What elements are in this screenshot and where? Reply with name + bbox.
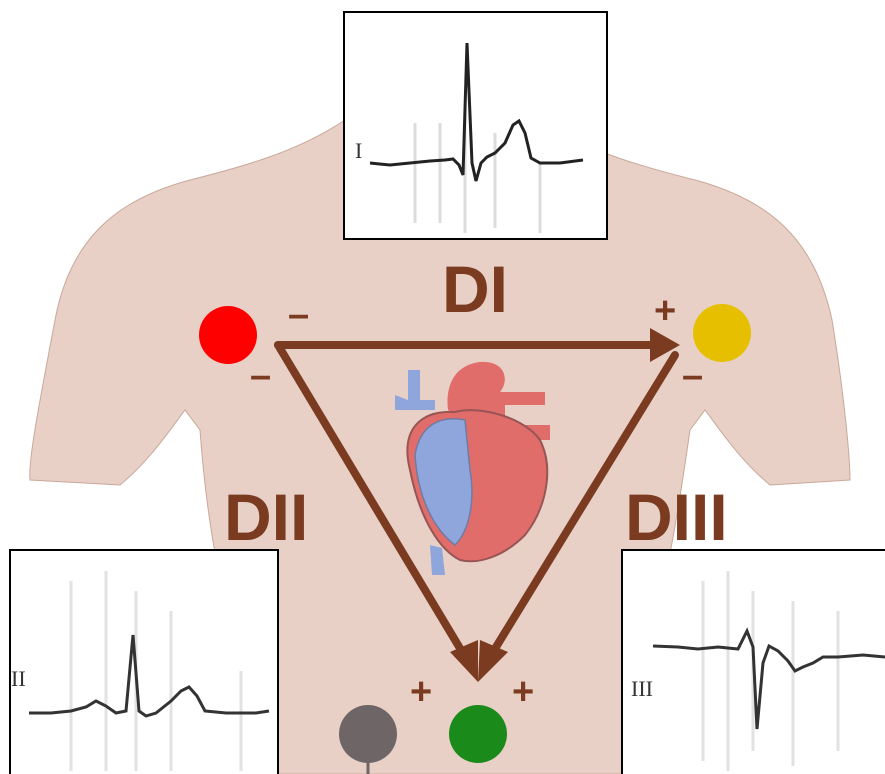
sign-left-leg-left: + xyxy=(410,671,432,713)
ecg-strip-lead-iii: III xyxy=(621,549,885,774)
ecg-lead-iii-label: III xyxy=(631,676,653,701)
sign-right-arm-bottom: – xyxy=(250,355,271,397)
sign-left-arm-top: + xyxy=(654,290,676,332)
ecg-lead-i-label: I xyxy=(355,138,362,163)
ecg-lead-ii-label: II xyxy=(11,666,26,691)
ecg-trace-lead-i xyxy=(370,43,583,181)
lead-dii-label: DII xyxy=(224,480,308,554)
sign-left-leg-right: + xyxy=(512,671,534,713)
sign-right-arm-top: – xyxy=(288,294,309,336)
lead-diii-label: DIII xyxy=(625,480,728,554)
ecg-strip-lead-i: I xyxy=(343,11,608,240)
lead-di-label: DI xyxy=(442,252,508,326)
ecg-strip-lead-ii: II xyxy=(9,549,279,774)
electrode-left-leg xyxy=(449,705,507,763)
electrode-right-arm xyxy=(199,306,257,364)
ecg-trace-lead-iii xyxy=(653,631,885,729)
electrode-left-arm xyxy=(693,304,751,362)
sign-left-arm-bottom: – xyxy=(682,355,703,397)
ecg-trace-lead-ii xyxy=(29,635,269,716)
